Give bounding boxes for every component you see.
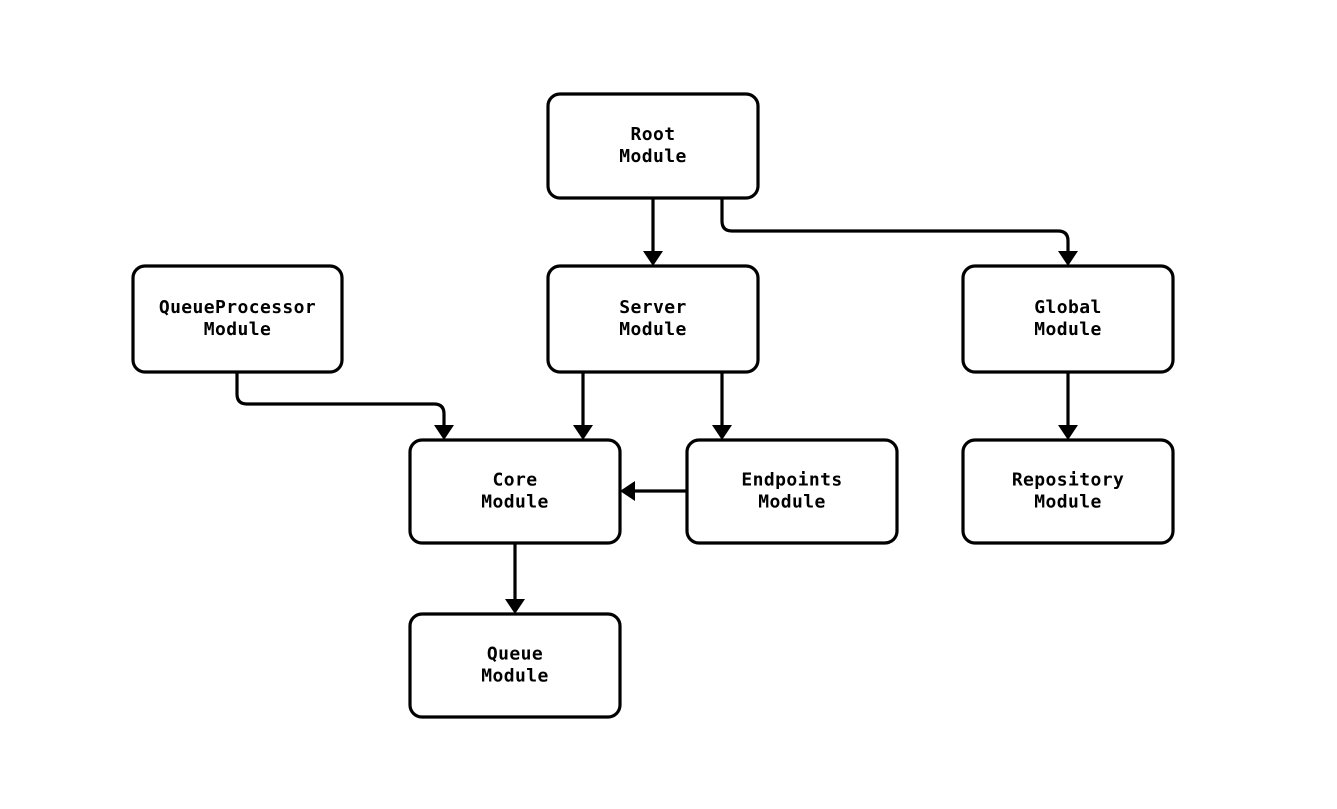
edge-root-to-global xyxy=(720,198,1078,266)
node-box[interactable] xyxy=(685,438,899,545)
edge-root-to-server xyxy=(643,198,663,266)
node-label-line2: Module xyxy=(1034,319,1101,340)
node-label-line1: Server xyxy=(619,297,686,318)
node-label-line1: Queue xyxy=(487,644,543,665)
node-box[interactable] xyxy=(408,438,622,545)
node-label-line1: QueueProcessor xyxy=(159,297,316,318)
node-box[interactable] xyxy=(131,264,344,374)
node-label-line2: Module xyxy=(758,492,825,513)
arrowhead-icon xyxy=(712,425,732,440)
arrowhead-icon xyxy=(434,425,454,440)
edge-core-to-queue xyxy=(505,543,525,614)
node-label-line1: Global xyxy=(1034,297,1101,318)
edge-server-to-endpoints xyxy=(712,372,732,440)
node-box[interactable] xyxy=(546,92,760,200)
node-label-line2: Module xyxy=(481,666,548,687)
node-box[interactable] xyxy=(546,264,760,374)
node-label-line1: Root xyxy=(631,124,676,145)
node-box[interactable] xyxy=(961,438,1175,545)
node-label-line2: Module xyxy=(619,146,686,167)
node-box[interactable] xyxy=(408,612,622,719)
edge-server-to-core xyxy=(573,372,593,440)
arrowhead-icon xyxy=(643,251,663,266)
node-box[interactable] xyxy=(961,264,1175,374)
edge-endpoints-to-core xyxy=(620,481,687,501)
edge-line xyxy=(720,198,1070,251)
node-label-line2: Module xyxy=(619,319,686,340)
node-label-line1: Core xyxy=(493,470,538,491)
node-label-line1: Endpoints xyxy=(741,470,842,491)
node-label-line1: Repository xyxy=(1012,470,1124,491)
edge-global-to-repository xyxy=(1058,372,1078,440)
node-label-line2: Module xyxy=(1034,492,1101,513)
arrowhead-icon xyxy=(505,599,525,614)
arrowhead-icon xyxy=(573,425,593,440)
edges-layer xyxy=(235,198,1078,614)
edge-queueprocessor-to-core xyxy=(235,372,454,440)
nodes-layer: RootModuleQueueProcessorModuleServerModu… xyxy=(131,92,1175,719)
arrowhead-icon xyxy=(1058,251,1078,266)
edge-line xyxy=(235,372,446,425)
node-label-line2: Module xyxy=(204,319,271,340)
arrowhead-icon xyxy=(620,481,635,501)
arrowhead-icon xyxy=(1058,425,1078,440)
node-label-line2: Module xyxy=(481,492,548,513)
